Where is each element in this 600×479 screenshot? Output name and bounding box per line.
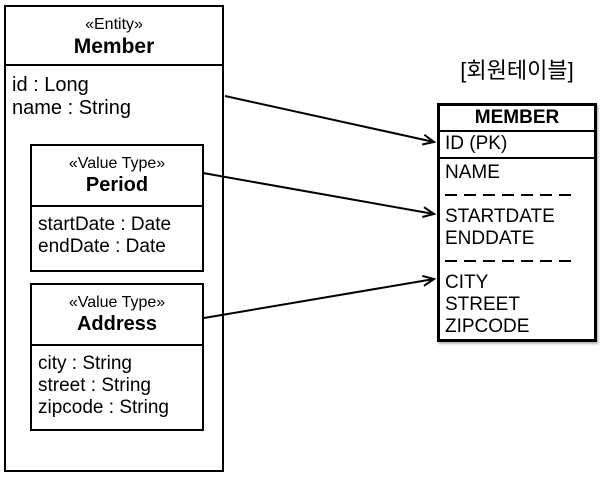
attribute-street: street : String	[38, 375, 151, 396]
entity-member-attributes: id : Long name : String	[6, 66, 222, 128]
valuetype-address-name: Address	[76, 313, 158, 335]
table-row-enddate: ENDDATE	[445, 228, 535, 249]
valuetype-period-name: Period	[85, 174, 149, 196]
table-row-id-pk: ID (PK)	[440, 132, 594, 159]
arrow-address-to-address-columns	[203, 274, 437, 319]
attribute-name: name : String	[12, 97, 131, 119]
entity-name: Member	[73, 35, 155, 58]
entity-stereotype: «Entity»	[85, 16, 143, 33]
table-label: [회원테이블]	[460, 58, 574, 83]
dashed-divider	[445, 260, 578, 262]
table-row-street: STREET	[445, 294, 520, 315]
valuetype-address-header: «Value Type» Address	[32, 285, 202, 346]
member-table: MEMBER ID (PK) NAME STARTDATE ENDDATE CI…	[437, 103, 597, 342]
arrow-member-to-id	[224, 95, 437, 146]
valuetype-period-header: «Value Type» Period	[32, 146, 202, 207]
attribute-enddate: endDate : Date	[38, 236, 166, 257]
member-table-columns: NAME STARTDATE ENDDATE CITY STREET ZIPCO…	[440, 159, 594, 338]
attribute-startdate: startDate : Date	[38, 214, 172, 235]
valuetype-stereotype: «Value Type»	[68, 155, 166, 172]
attribute-zipcode: zipcode : String	[38, 397, 169, 418]
table-row-name: NAME	[445, 162, 500, 183]
attribute-city: city : String	[38, 353, 132, 374]
arrow-period-to-dates	[202, 172, 437, 218]
table-row-startdate: STARTDATE	[445, 206, 555, 227]
valuetype-address-attributes: city : String street : String zipcode : …	[32, 346, 202, 426]
attribute-id: id : Long	[12, 74, 89, 96]
entity-member-header: «Entity» Member	[6, 7, 222, 66]
member-table-title: MEMBER	[440, 106, 594, 132]
table-row-city: CITY	[445, 272, 489, 293]
valuetype-address-box: «Value Type» Address city : String stree…	[30, 283, 204, 431]
valuetype-period-attributes: startDate : Date endDate : Date	[32, 207, 202, 265]
valuetype-period-box: «Value Type» Period startDate : Date end…	[30, 144, 204, 272]
valuetype-stereotype: «Value Type»	[68, 294, 166, 311]
table-row-zipcode: ZIPCODE	[445, 316, 530, 337]
dashed-divider	[445, 194, 578, 196]
